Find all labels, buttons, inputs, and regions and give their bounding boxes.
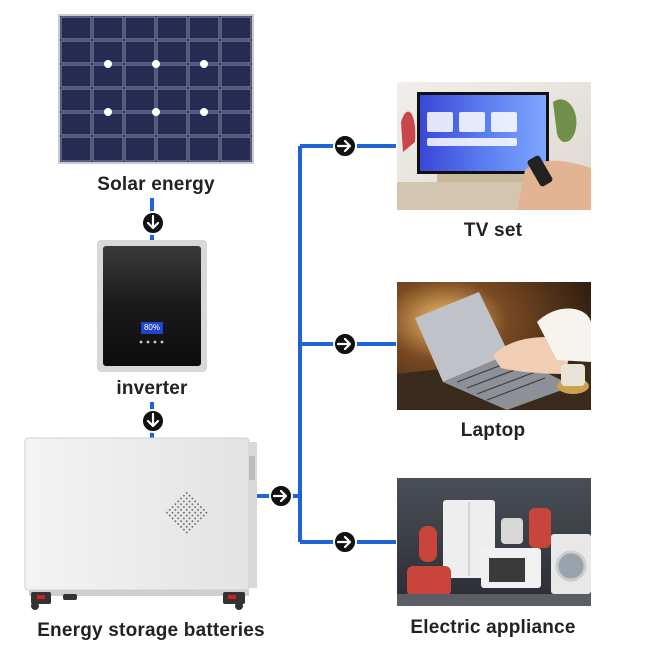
inverter-image: 80% <box>97 240 207 372</box>
appliance-label: Electric appliance <box>410 617 576 638</box>
battery-cabinet-icon <box>24 437 257 610</box>
solar-panel-icon <box>58 14 254 164</box>
arrow-down-icon <box>141 409 165 433</box>
appliances-photo-icon <box>397 478 591 606</box>
battery-label: Energy storage batteries <box>37 620 265 641</box>
solar-panel-image <box>58 14 254 164</box>
tv-photo-icon <box>397 82 591 210</box>
battery-image <box>23 436 261 614</box>
arrow-right-icon <box>333 332 357 356</box>
arrow-right-icon <box>333 134 357 158</box>
appliance-image <box>397 478 591 606</box>
tv-label: TV set <box>463 220 523 241</box>
arrow-down-icon <box>141 211 165 235</box>
inverter-display-readout: 80% <box>143 323 160 332</box>
inverter-label: inverter <box>116 378 188 399</box>
solar-label: Solar energy <box>97 174 215 195</box>
laptop-image <box>397 282 591 410</box>
inverter-icon <box>97 240 207 372</box>
laptop-label: Laptop <box>460 420 526 441</box>
arrow-right-icon <box>269 484 293 508</box>
arrow-right-icon <box>333 530 357 554</box>
laptop-photo-icon <box>397 282 591 410</box>
tv-image <box>397 82 591 210</box>
